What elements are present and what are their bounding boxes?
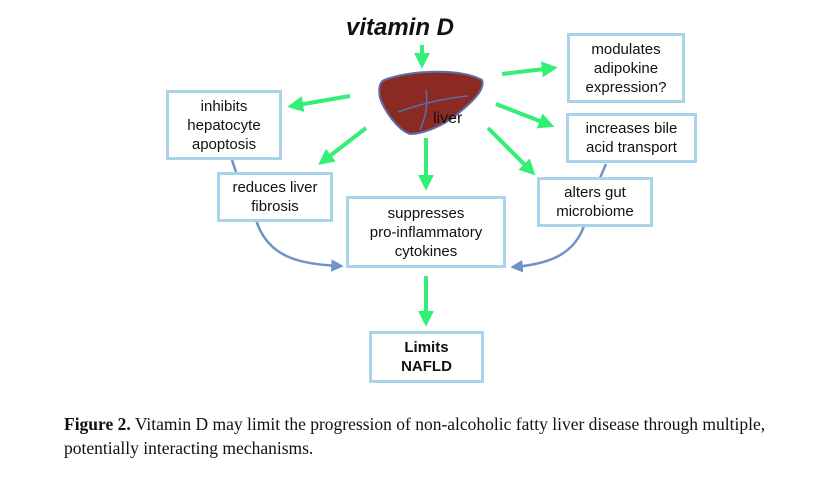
arrow-to-fibrosis	[318, 126, 368, 165]
curve-fibrosis-to-cytokines	[254, 219, 344, 272]
node-increases-bile: increases bile acid transport	[566, 113, 697, 163]
node-reduces-fibrosis: reduces liver fibrosis	[217, 172, 333, 222]
node-limits-nafld: Limits NAFLD	[369, 331, 484, 383]
diagram-title: vitamin D	[345, 14, 455, 41]
arrow-to-microbiome	[486, 126, 536, 176]
node-suppresses-cytokines: suppresses pro-inflammatory cytokines	[346, 196, 506, 268]
curve-bile-to-microbiome	[598, 163, 608, 179]
curve-apoptosis-to-fibrosis	[230, 159, 238, 173]
arrow-to-apoptosis	[287, 94, 351, 112]
caption-label: Figure 2.	[64, 414, 131, 434]
green-arrows	[287, 45, 558, 327]
blue-arrows	[230, 159, 608, 273]
liver-icon	[378, 70, 484, 136]
caption-text: Vitamin D may limit the progression of n…	[64, 414, 766, 458]
curve-microbiome-to-cytokines	[510, 225, 586, 273]
arrow-to-bile	[495, 102, 555, 129]
arrow-to-adipokine	[501, 61, 558, 78]
node-inhibits-apoptosis: inhibits hepatocyte apoptosis	[166, 90, 282, 160]
liver-label: liver	[433, 110, 463, 127]
figure-caption: Figure 2. Vitamin D may limit the progre…	[64, 412, 814, 460]
node-modulates-adipokine: modulates adipokine expression?	[567, 33, 685, 103]
node-alters-microbiome: alters gut microbiome	[537, 177, 653, 227]
